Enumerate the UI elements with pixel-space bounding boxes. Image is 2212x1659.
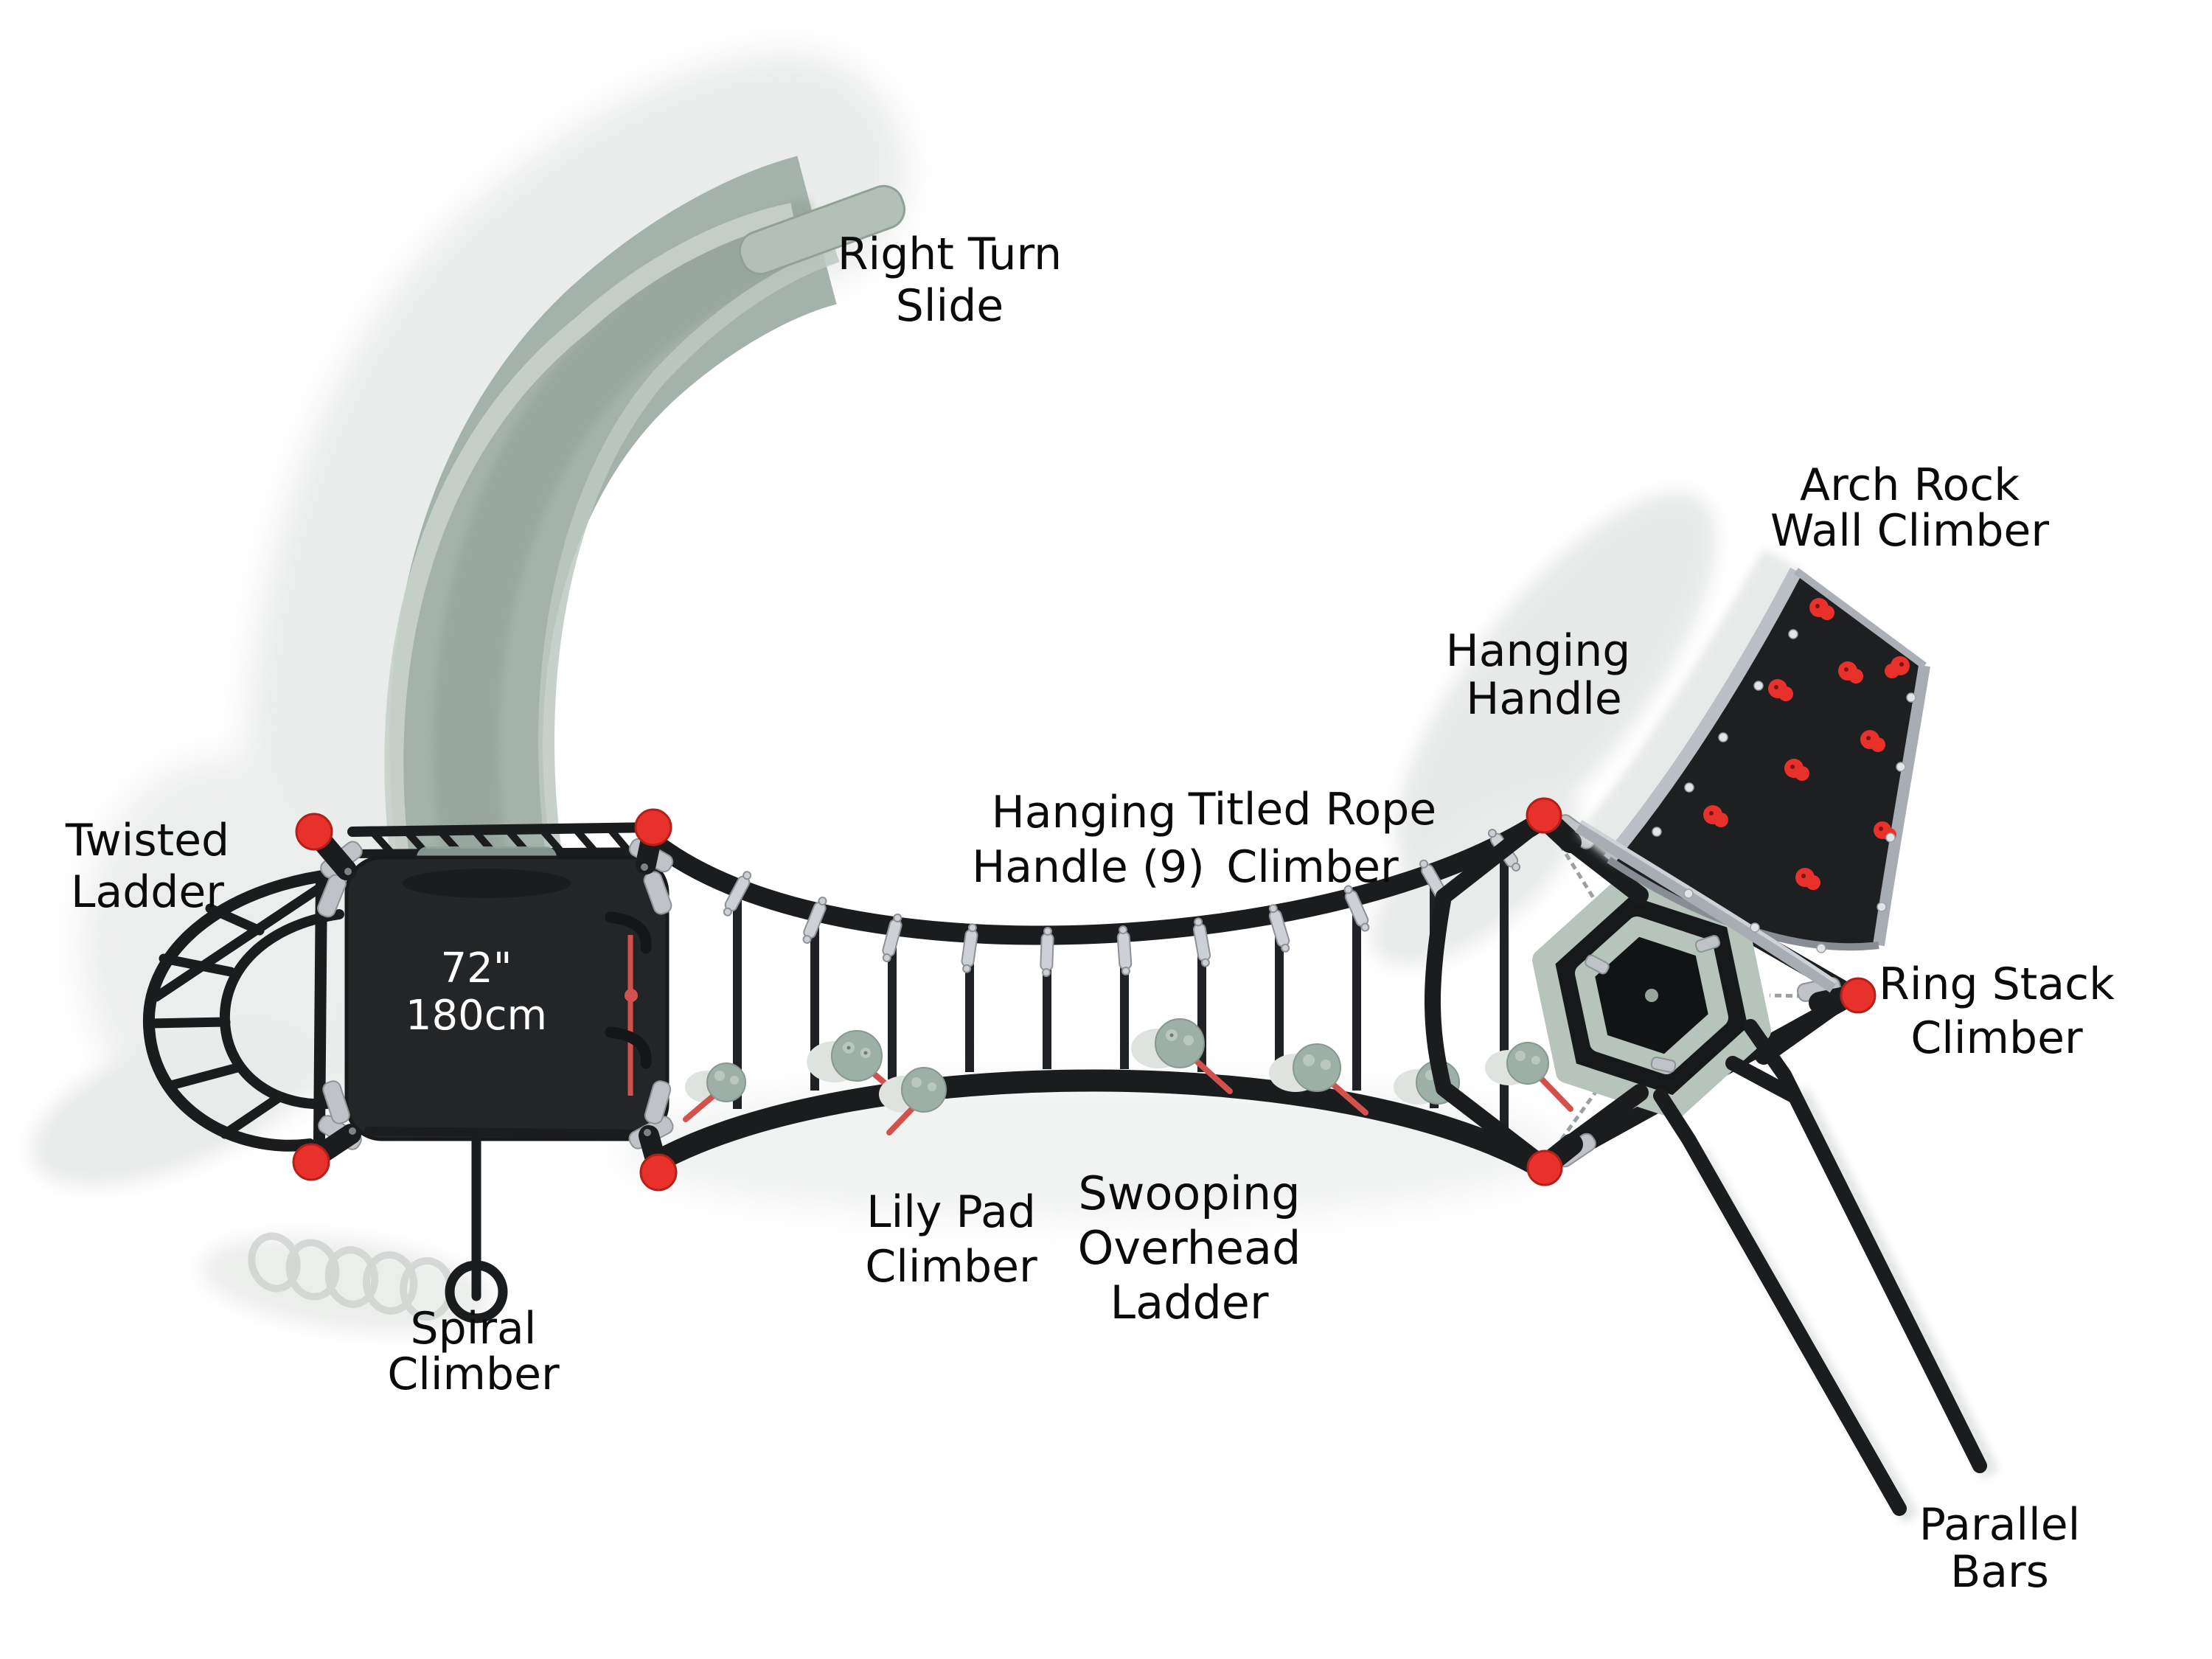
parallel-bar-2 [1653,1088,1907,1516]
lily-pad [1485,1042,1573,1112]
label-text: Lily Pad [866,1186,1036,1238]
label-text: Twisted [65,815,229,866]
rock-hold [1768,679,1793,701]
label-text: Ring Stack [1879,959,2115,1010]
corner-post-top-right [628,808,674,915]
slide-exit-shadow [402,869,571,898]
label-text: Climber [1910,1012,2083,1064]
label-text: Climber [1226,841,1399,893]
hanging-handle-clamp [882,913,902,963]
rock-hold [1795,868,1820,890]
label-parallel-bars: Parallel Bars [1919,1499,2081,1598]
label-hanging-handle: Hanging Handle [1446,625,1631,725]
arch-rock-wall-climber [1575,548,1930,993]
label-text: Climber [387,1349,560,1400]
rock-hold [1703,805,1728,827]
wall-white-edge [1578,548,1805,863]
lily-pad [683,1062,746,1122]
ring-stack-climber [1424,797,1877,1186]
rock-hold [1860,730,1885,752]
wall-rim-top [1794,567,1927,669]
parallel-bar-1 [1743,1019,1987,1473]
label-text: Swooping [1078,1166,1300,1220]
twisted-ladder [142,869,344,1152]
spiral-climber [445,1130,508,1324]
label-text: Wall Climber [1770,505,2049,557]
platform-size-inches: 72" [440,945,512,992]
label-text: Spiral [411,1303,537,1354]
label-text: Right Turn [838,229,1062,280]
label-text: Handle (9) [972,841,1205,893]
rock-holds [1703,598,1910,890]
label-swooping-overhead-ladder: Swooping Overhead Ladder [1078,1166,1301,1329]
rock-hold [1809,598,1834,620]
corner-post-bottom-left [292,1080,362,1181]
label-right-turn-slide: Right Turn Slide [838,229,1062,332]
right-turn-slide [384,156,906,891]
wall-rim-left [1604,567,1802,864]
label-lily-pad-climber: Lily Pad Climber [865,1186,1037,1293]
wall-arch-highlight [1579,819,1837,984]
hub-post-right [1796,977,1877,1014]
lily-pad [1131,1018,1233,1094]
rock-hold [1838,661,1863,684]
slide-end-cap [738,184,906,276]
wall-arch-tube [1575,822,1837,993]
label-text: Handle [1466,673,1622,725]
bridge-floor-shadow [619,1080,1563,1220]
label-text: Bars [1950,1546,2049,1598]
deck-handle [605,1026,652,1069]
hanging-handle-clamp [802,897,827,944]
rock-hold [1784,759,1809,781]
lily-pad [807,1030,911,1106]
label-spiral-climber: Spiral Climber [387,1303,560,1400]
label-hanging-handle-9: Hanging Handle (9) [972,787,1205,893]
label-text: Ladder [1110,1276,1269,1329]
main-platform: 72" 180cm [292,808,678,1192]
hanging-handle-clamp [1268,904,1290,953]
parallel-bars [1653,1019,1987,1516]
hub-post-bottom [1526,1133,1596,1186]
lily-pad [1269,1043,1368,1116]
hanging-handle-clamp [1343,885,1370,932]
label-text: Slide [896,280,1004,332]
label-text: Overhead [1078,1221,1301,1275]
bridge-bottom-rail [645,1069,1556,1180]
labels: Right Turn Slide Twisted Ladder Hanging … [65,229,2115,1598]
label-text: Hanging [992,787,1177,838]
deck-handle [605,911,652,954]
label-ring-stack-climber: Ring Stack Climber [1879,959,2115,1064]
platform-size-cm: 180cm [406,992,547,1040]
hanging-handle-clamp [1040,927,1054,977]
hub-grip [1725,1056,1801,1103]
hanging-handle-clamp [723,871,752,917]
lily-pad-climber [683,1018,1573,1135]
label-text: Ladder [71,866,224,918]
platform-deck [344,855,669,1141]
platform-bottom-rail [364,1127,653,1138]
wall-shadow [1396,493,1716,879]
rock-hold [1885,656,1910,678]
hanging-handle-clamp [1192,917,1211,967]
red-strap-knob [625,989,638,1002]
label-text: Titled Rope [1188,784,1436,835]
label-text: Arch Rock [1800,459,2020,511]
hanging-handle-clamp [961,923,978,973]
hub-frame [1424,809,1863,1175]
label-arch-rock-wall-climber: Arch Rock Wall Climber [1770,459,2049,557]
label-text: Climber [865,1241,1037,1293]
label-text: Hanging [1446,625,1631,677]
hanging-handle-clamp [1116,925,1133,975]
spiral-climber-shadow [248,1232,454,1321]
corner-post-bottom-right [628,1080,678,1192]
corner-post-top-left [295,813,363,918]
label-text: Parallel [1919,1499,2081,1551]
ring-stack-rings [1532,872,1771,1119]
label-twisted-ladder: Twisted Ladder [65,815,229,918]
label-titled-rope-climber: Titled Rope Climber [1188,784,1436,893]
lily-pad [879,1067,947,1135]
wall-bolts [1652,629,1916,953]
